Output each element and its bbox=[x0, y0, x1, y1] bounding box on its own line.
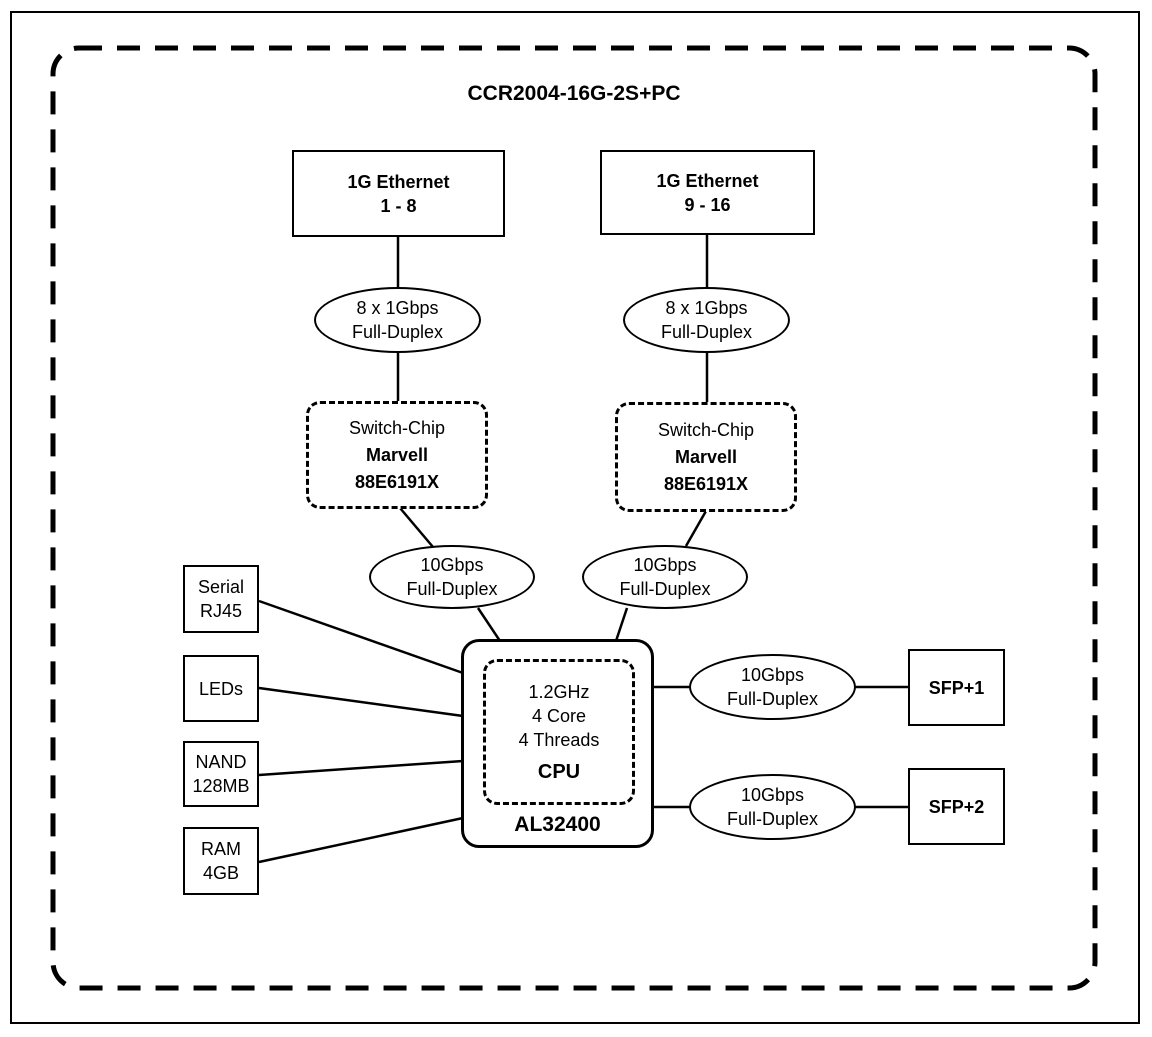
dashed-board-border bbox=[50, 45, 1098, 991]
nand-box: NAND 128MB bbox=[183, 741, 259, 807]
sfp-plus-2-box: SFP+2 bbox=[908, 768, 1005, 845]
sfp1-label: SFP+1 bbox=[928, 677, 985, 698]
bus-10g-sfp1-ellipse: 10Gbps Full-Duplex bbox=[689, 654, 856, 720]
ram-box: RAM 4GB bbox=[183, 827, 259, 895]
bus-10g-sfp2-ellipse: 10Gbps Full-Duplex bbox=[689, 774, 856, 840]
serial-rj45-box: Serial RJ45 bbox=[183, 565, 259, 633]
wire-serial-cpu bbox=[258, 599, 464, 675]
cpu-clock: 1.2GHz bbox=[528, 682, 590, 702]
switch-vendor: Marvell bbox=[674, 446, 738, 467]
bus-1g-left-ellipse: 8 x 1Gbps Full-Duplex bbox=[314, 287, 481, 353]
cpu-label: CPU bbox=[537, 761, 581, 783]
wire-ram-cpu bbox=[258, 816, 464, 864]
switch-model: 88E6191X bbox=[663, 473, 749, 494]
cpu-core-dashed-box: 1.2GHz 4 Core 4 Threads CPU bbox=[483, 659, 635, 805]
wire-nand-cpu bbox=[258, 759, 464, 777]
sfp2-label: SFP+2 bbox=[928, 796, 985, 817]
switch-role: Switch-Chip bbox=[348, 417, 446, 438]
wire-switchright-bus10 bbox=[684, 510, 708, 547]
eth-ports-name: 1G Ethernet bbox=[656, 170, 759, 191]
bus-mode: Full-Duplex bbox=[726, 689, 819, 709]
bus-10g-right-ellipse: 10Gbps Full-Duplex bbox=[582, 545, 748, 609]
serial-line1: Serial bbox=[197, 577, 245, 597]
eth-ports-range: 9 - 16 bbox=[684, 194, 731, 215]
wire-bus10left-cpu bbox=[476, 607, 502, 642]
sfp-plus-1-box: SFP+1 bbox=[908, 649, 1005, 726]
eth-ports-1-8-box: 1G Ethernet 1 - 8 bbox=[292, 150, 505, 237]
eth-ports-name: 1G Ethernet bbox=[347, 171, 450, 192]
switch-chip-right-box: Switch-Chip Marvell 88E6191X bbox=[615, 402, 797, 512]
nand-line2: 128MB bbox=[192, 776, 250, 796]
serial-line2: RJ45 bbox=[199, 601, 243, 621]
bus-rate: 10Gbps bbox=[740, 665, 805, 685]
bus-1g-right-ellipse: 8 x 1Gbps Full-Duplex bbox=[623, 287, 790, 353]
wire-bus10right-cpu bbox=[614, 607, 629, 642]
nand-line1: NAND bbox=[195, 752, 247, 772]
bus-rate: 8 x 1Gbps bbox=[665, 298, 748, 318]
bus-mode: Full-Duplex bbox=[406, 579, 498, 599]
bus-mode: Full-Duplex bbox=[726, 809, 819, 829]
leds-label: LEDs bbox=[198, 678, 243, 699]
bus-rate: 8 x 1Gbps bbox=[356, 298, 439, 318]
cpu-model: AL32400 bbox=[514, 813, 601, 836]
ram-line1: RAM bbox=[201, 839, 241, 859]
cpu-threads: 4 Threads bbox=[518, 730, 600, 750]
bus-mode: Full-Duplex bbox=[351, 322, 444, 342]
diagram-title: CCR2004-16G-2S+PC bbox=[467, 82, 681, 105]
bus-rate: 10Gbps bbox=[420, 555, 484, 575]
switch-role: Switch-Chip bbox=[657, 419, 755, 440]
ram-line2: 4GB bbox=[202, 863, 240, 883]
switch-vendor: Marvell bbox=[365, 444, 429, 465]
outer-border bbox=[10, 11, 1140, 1024]
eth-ports-9-16-box: 1G Ethernet 9 - 16 bbox=[600, 150, 815, 235]
bus-rate: 10Gbps bbox=[633, 555, 697, 575]
cpu-cores: 4 Core bbox=[531, 706, 587, 726]
bus-rate: 10Gbps bbox=[740, 785, 805, 805]
bus-mode: Full-Duplex bbox=[619, 579, 711, 599]
wire-leds-cpu bbox=[258, 686, 464, 718]
cpu-box: 1.2GHz 4 Core 4 Threads CPU AL32400 bbox=[461, 639, 654, 848]
leds-box: LEDs bbox=[183, 655, 259, 722]
switch-chip-left-box: Switch-Chip Marvell 88E6191X bbox=[306, 401, 488, 509]
bus-10g-left-ellipse: 10Gbps Full-Duplex bbox=[369, 545, 535, 609]
bus-mode: Full-Duplex bbox=[660, 322, 753, 342]
wire-switchleft-bus10 bbox=[399, 507, 434, 548]
eth-ports-range: 1 - 8 bbox=[380, 195, 417, 216]
switch-model: 88E6191X bbox=[354, 471, 440, 492]
